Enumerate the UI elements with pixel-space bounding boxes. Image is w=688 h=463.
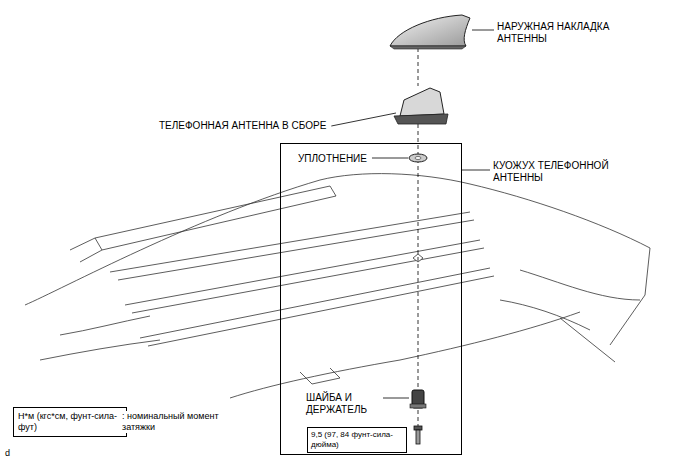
roof-side bbox=[60, 316, 150, 335]
seal-part bbox=[409, 154, 427, 162]
part-label: УПЛОТНЕНИЕ bbox=[297, 153, 368, 165]
part-label: НАРУЖНАЯ НАКЛАДКА АНТЕННЫ bbox=[496, 21, 630, 45]
part-label: ШАЙБА И ДЕРЖАТЕЛЬ bbox=[305, 392, 379, 416]
leader-line bbox=[462, 170, 490, 171]
spoiler-edge bbox=[610, 248, 650, 345]
leader-line bbox=[372, 158, 408, 159]
roof-groove bbox=[132, 248, 484, 313]
antenna-base bbox=[394, 114, 448, 124]
roof-groove bbox=[125, 240, 480, 305]
roof-edge bbox=[25, 174, 650, 305]
roof-side bbox=[40, 340, 160, 360]
roof-groove bbox=[110, 212, 470, 272]
antenna-cover-base bbox=[390, 46, 466, 49]
antenna-cover bbox=[390, 15, 470, 46]
leader-line bbox=[383, 398, 409, 399]
spoiler-edge bbox=[500, 300, 590, 330]
part-label: КУОЖУХ ТЕЛЕФОННОЙ АНТЕННЫ bbox=[492, 160, 646, 184]
antenna-assembly bbox=[400, 88, 444, 116]
leader-line bbox=[472, 30, 494, 31]
part-label: ТЕЛЕФОННАЯ АНТЕННА В СБОРЕ bbox=[158, 120, 327, 132]
roof-groove bbox=[118, 220, 474, 280]
axis-line bbox=[418, 48, 419, 86]
figure-code: d bbox=[4, 448, 11, 459]
seal-hole bbox=[415, 157, 421, 160]
bolt-head bbox=[414, 426, 422, 430]
washer bbox=[410, 404, 426, 408]
torque-box: 9,5 (97, 84 фунт-сила-дюйма) bbox=[307, 427, 407, 453]
cover-frame: УПЛОТНЕНИЕ ШАЙБА И ДЕРЖАТЕЛЬ 9,5 (97, 84 ф… bbox=[280, 143, 462, 455]
roof-groove bbox=[140, 268, 490, 338]
roof-lines bbox=[25, 174, 650, 398]
note-text: : номинальный момент затяжки bbox=[121, 411, 241, 433]
leader-line bbox=[331, 113, 396, 126]
spoiler-edge bbox=[520, 270, 640, 300]
axis-line bbox=[418, 124, 419, 388]
legend-box: Н*м (кгс*см, фунт-сила-фут) bbox=[13, 407, 127, 437]
bolt-shank bbox=[416, 430, 420, 444]
rear-edge bbox=[230, 312, 580, 398]
roof-groove bbox=[148, 276, 494, 346]
roof-rail-end bbox=[70, 238, 102, 262]
torque-value: 9,5 (97, 84 фунт-сила-дюйма) bbox=[311, 430, 403, 449]
torque-unit: Н*м (кгс*см, фунт-сила-фут) bbox=[18, 411, 122, 433]
axis-line bbox=[418, 410, 419, 426]
rear-wiper bbox=[300, 368, 340, 384]
spoiler-edge bbox=[560, 318, 615, 362]
